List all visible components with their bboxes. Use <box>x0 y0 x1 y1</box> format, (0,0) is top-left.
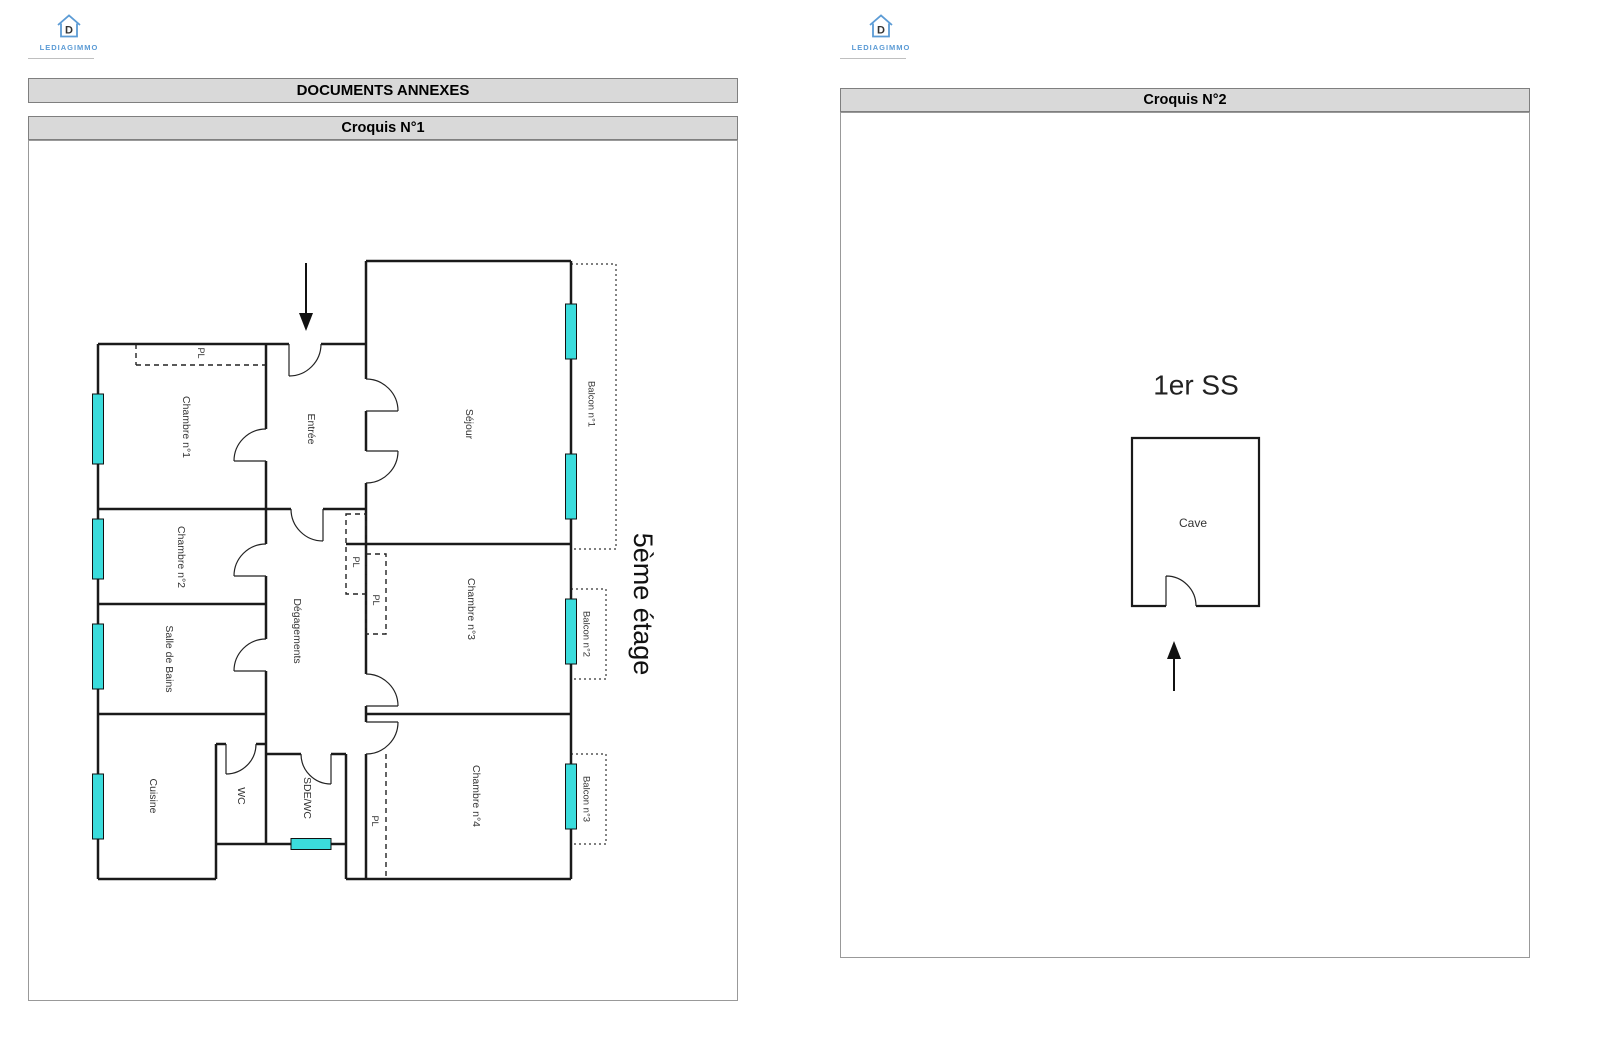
sketch1-plan-box: Chambre n°1 Entrée Séjour Chambre n°2 Dé… <box>28 140 738 1001</box>
window-cuisine <box>92 773 104 840</box>
label-wc: WC <box>235 787 247 805</box>
floor-plan-5th-floor: Chambre n°1 Entrée Séjour Chambre n°2 Dé… <box>92 259 658 881</box>
window-chambre3 <box>565 598 577 665</box>
label-sdewc: SDE/WC <box>301 777 313 819</box>
label-pl-top: PL <box>196 347 206 358</box>
label-chambre3: Chambre n°3 <box>465 578 477 640</box>
closet-pl-b <box>365 553 387 635</box>
label-chambre4: Chambre n°4 <box>470 765 482 827</box>
house-logo-icon: D <box>869 14 893 38</box>
label-balcon3: Balcon n°3 <box>581 776 592 822</box>
sketch2-title: Croquis N°2 <box>840 88 1530 112</box>
documents-annexes-header: DOCUMENTS ANNEXES <box>28 78 738 103</box>
company-logo-2: D LEDIAGIMMO <box>846 12 916 52</box>
label-balcon2: Balcon n°2 <box>581 611 592 657</box>
arrow-up-icon <box>1167 641 1181 691</box>
brand-name: LEDIAGIMMO <box>851 43 911 52</box>
company-logo: D LEDIAGIMMO <box>34 12 104 52</box>
label-cuisine: Cuisine <box>147 778 159 813</box>
window-sdewc <box>290 838 332 850</box>
label-sejour: Séjour <box>463 409 475 440</box>
basement-level-label: 1er SS <box>1153 370 1239 401</box>
sketch1-title: Croquis N°1 <box>28 116 738 140</box>
label-pl-chambre4: PL <box>370 815 380 826</box>
logo-letter: D <box>877 25 885 37</box>
floor-level-label: 5ème étage <box>628 533 658 676</box>
closet-pl-a <box>345 513 367 595</box>
window-sejour-2 <box>565 453 577 520</box>
cave-door-arc <box>1165 575 1197 607</box>
label-cave: Cave <box>1179 516 1207 530</box>
closet-dashed-top <box>135 344 266 366</box>
logo-divider <box>28 58 94 59</box>
cave-walls <box>1130 436 1261 608</box>
sketch2-plan-box: 1er SS Cave <box>840 112 1530 958</box>
basement-plan: 1er SS Cave <box>1130 370 1261 691</box>
house-logo-icon: D <box>57 14 81 38</box>
label-pl-b: PL <box>371 594 381 605</box>
label-chambre2: Chambre n°2 <box>175 526 187 588</box>
brand-name: LEDIAGIMMO <box>39 43 99 52</box>
window-chambre1 <box>92 393 104 465</box>
label-pl-a: PL <box>351 556 361 567</box>
apartment-walls <box>96 259 573 881</box>
window-sdb <box>92 623 104 690</box>
label-entree: Entrée <box>305 414 317 445</box>
label-sdb: Salle de Bains <box>163 625 175 692</box>
arrow-down-icon <box>299 263 313 331</box>
logo-divider <box>840 58 906 59</box>
door-arcs <box>225 343 399 785</box>
window-sejour-1 <box>565 303 577 360</box>
label-degagements: Dégagements <box>291 598 303 663</box>
logo-letter: D <box>65 25 73 37</box>
window-chambre2 <box>92 518 104 580</box>
window-chambre4 <box>565 763 577 830</box>
label-balcon1: Balcon n°1 <box>586 381 597 427</box>
label-chambre1: Chambre n°1 <box>180 396 192 458</box>
